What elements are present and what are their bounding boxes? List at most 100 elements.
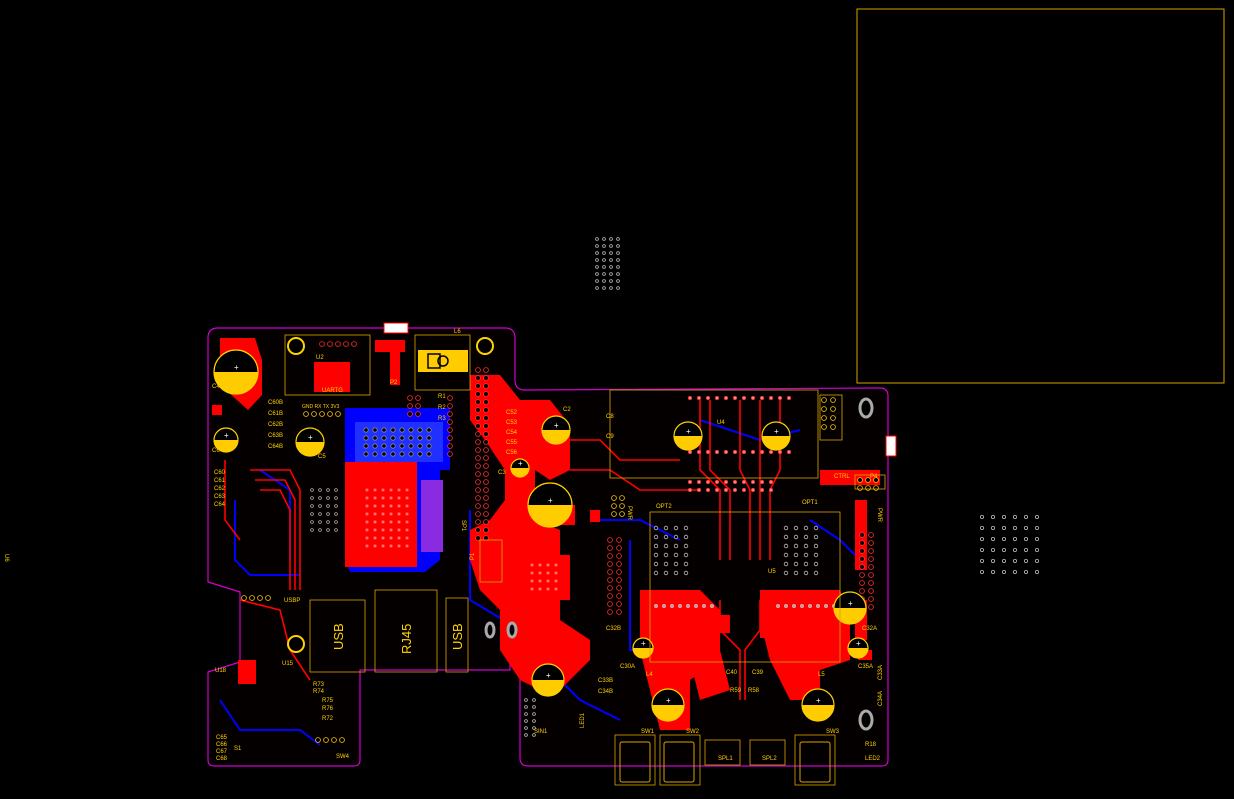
header-pin [821, 415, 827, 421]
connector-usb-right[interactable]: USB [450, 623, 465, 650]
header-pin [607, 561, 613, 567]
label-pwr-b: PWR [626, 506, 632, 521]
via-pad [803, 534, 809, 540]
via-pad [554, 579, 558, 583]
via-pad [653, 534, 659, 540]
via-pad [683, 561, 689, 567]
header-pin [475, 455, 481, 461]
label-sw2: SW2 [686, 729, 700, 735]
via-pad [397, 536, 401, 540]
label-uart: UARTG [322, 388, 343, 394]
via-pad [524, 719, 528, 723]
via-pad [530, 571, 534, 575]
label-c63: C63 [214, 494, 226, 500]
label-s1: S1 [234, 746, 242, 752]
label-c30a: C30A [620, 664, 635, 670]
connector-rj45[interactable]: RJ45 [399, 624, 414, 654]
via-pad [363, 451, 369, 457]
via-pad [813, 552, 819, 558]
header-pin [339, 737, 345, 743]
label-sin1: SIN1 [534, 729, 548, 735]
header-pin [607, 585, 613, 591]
header-pin [303, 411, 309, 417]
ecap-l4-polarity [652, 705, 684, 721]
via-pad [524, 705, 528, 709]
via-pad [546, 579, 550, 583]
via-pad [793, 570, 799, 576]
header-pin [873, 485, 879, 491]
via-pad [776, 604, 781, 609]
via-pad [390, 443, 396, 449]
component-outline-large[interactable] [856, 8, 1225, 384]
via [1013, 526, 1018, 531]
ecap-c4-plus-mark: + [234, 363, 239, 372]
via-pad [373, 536, 377, 540]
via-pad [334, 496, 338, 500]
via-pad [326, 496, 330, 500]
via [1035, 515, 1040, 520]
via-pad [524, 712, 528, 716]
via-pad [673, 534, 679, 540]
header-pin [483, 423, 489, 429]
label-sw4: SW4 [336, 754, 350, 760]
header-pin [335, 411, 341, 417]
via-pad [381, 496, 385, 500]
label-r59: R59 [730, 688, 742, 694]
via [1035, 570, 1040, 575]
via [609, 251, 613, 255]
via-pad [538, 563, 542, 567]
label-r76: R76 [322, 706, 334, 712]
via-pad [318, 528, 322, 532]
ecap-l5-plus-mark: + [816, 696, 821, 705]
header-pin [475, 367, 481, 373]
ecap-c30a-polarity [633, 648, 653, 658]
via-pad [381, 512, 385, 516]
via-pad [532, 733, 536, 737]
via-pad [310, 520, 314, 524]
via-pad [683, 570, 689, 576]
label-sw1: SW1 [641, 729, 655, 735]
via [1024, 570, 1029, 575]
via-pad [742, 449, 747, 454]
via-pad [733, 395, 738, 400]
via [1002, 570, 1007, 575]
violet-pad-region [421, 480, 443, 552]
connector-usb-left[interactable]: USB [331, 623, 346, 650]
via-pad [554, 571, 558, 575]
via-pad [793, 561, 799, 567]
via-pad [532, 719, 536, 723]
via-pad [715, 449, 720, 454]
via [991, 526, 996, 531]
via [595, 272, 599, 276]
header-pin [475, 375, 481, 381]
via-pad [397, 512, 401, 516]
via-pad [793, 534, 799, 540]
via-pad [530, 579, 534, 583]
via [616, 272, 620, 276]
via-pad [389, 512, 393, 516]
label-c33a: C33A [878, 665, 884, 680]
via-pad [742, 487, 747, 492]
via-pad [417, 451, 423, 457]
header-pin [616, 585, 622, 591]
push-buttons[interactable] [619, 741, 831, 783]
via-pad [683, 525, 689, 531]
via-pad [813, 543, 819, 549]
via-pad [373, 488, 377, 492]
via-pad [389, 544, 393, 548]
label-r2: R2 [438, 405, 446, 411]
label-c68: C68 [216, 756, 228, 762]
via-pad [751, 395, 756, 400]
via-pad [783, 561, 789, 567]
via [602, 258, 606, 262]
via-pad [405, 496, 409, 500]
via [609, 272, 613, 276]
via [991, 515, 996, 520]
header-pin [241, 595, 247, 601]
via-pad [310, 504, 314, 508]
via-pad [663, 534, 669, 540]
label-c35a: C35A [858, 664, 873, 670]
via-pad [706, 479, 711, 484]
via-pad [532, 712, 536, 716]
